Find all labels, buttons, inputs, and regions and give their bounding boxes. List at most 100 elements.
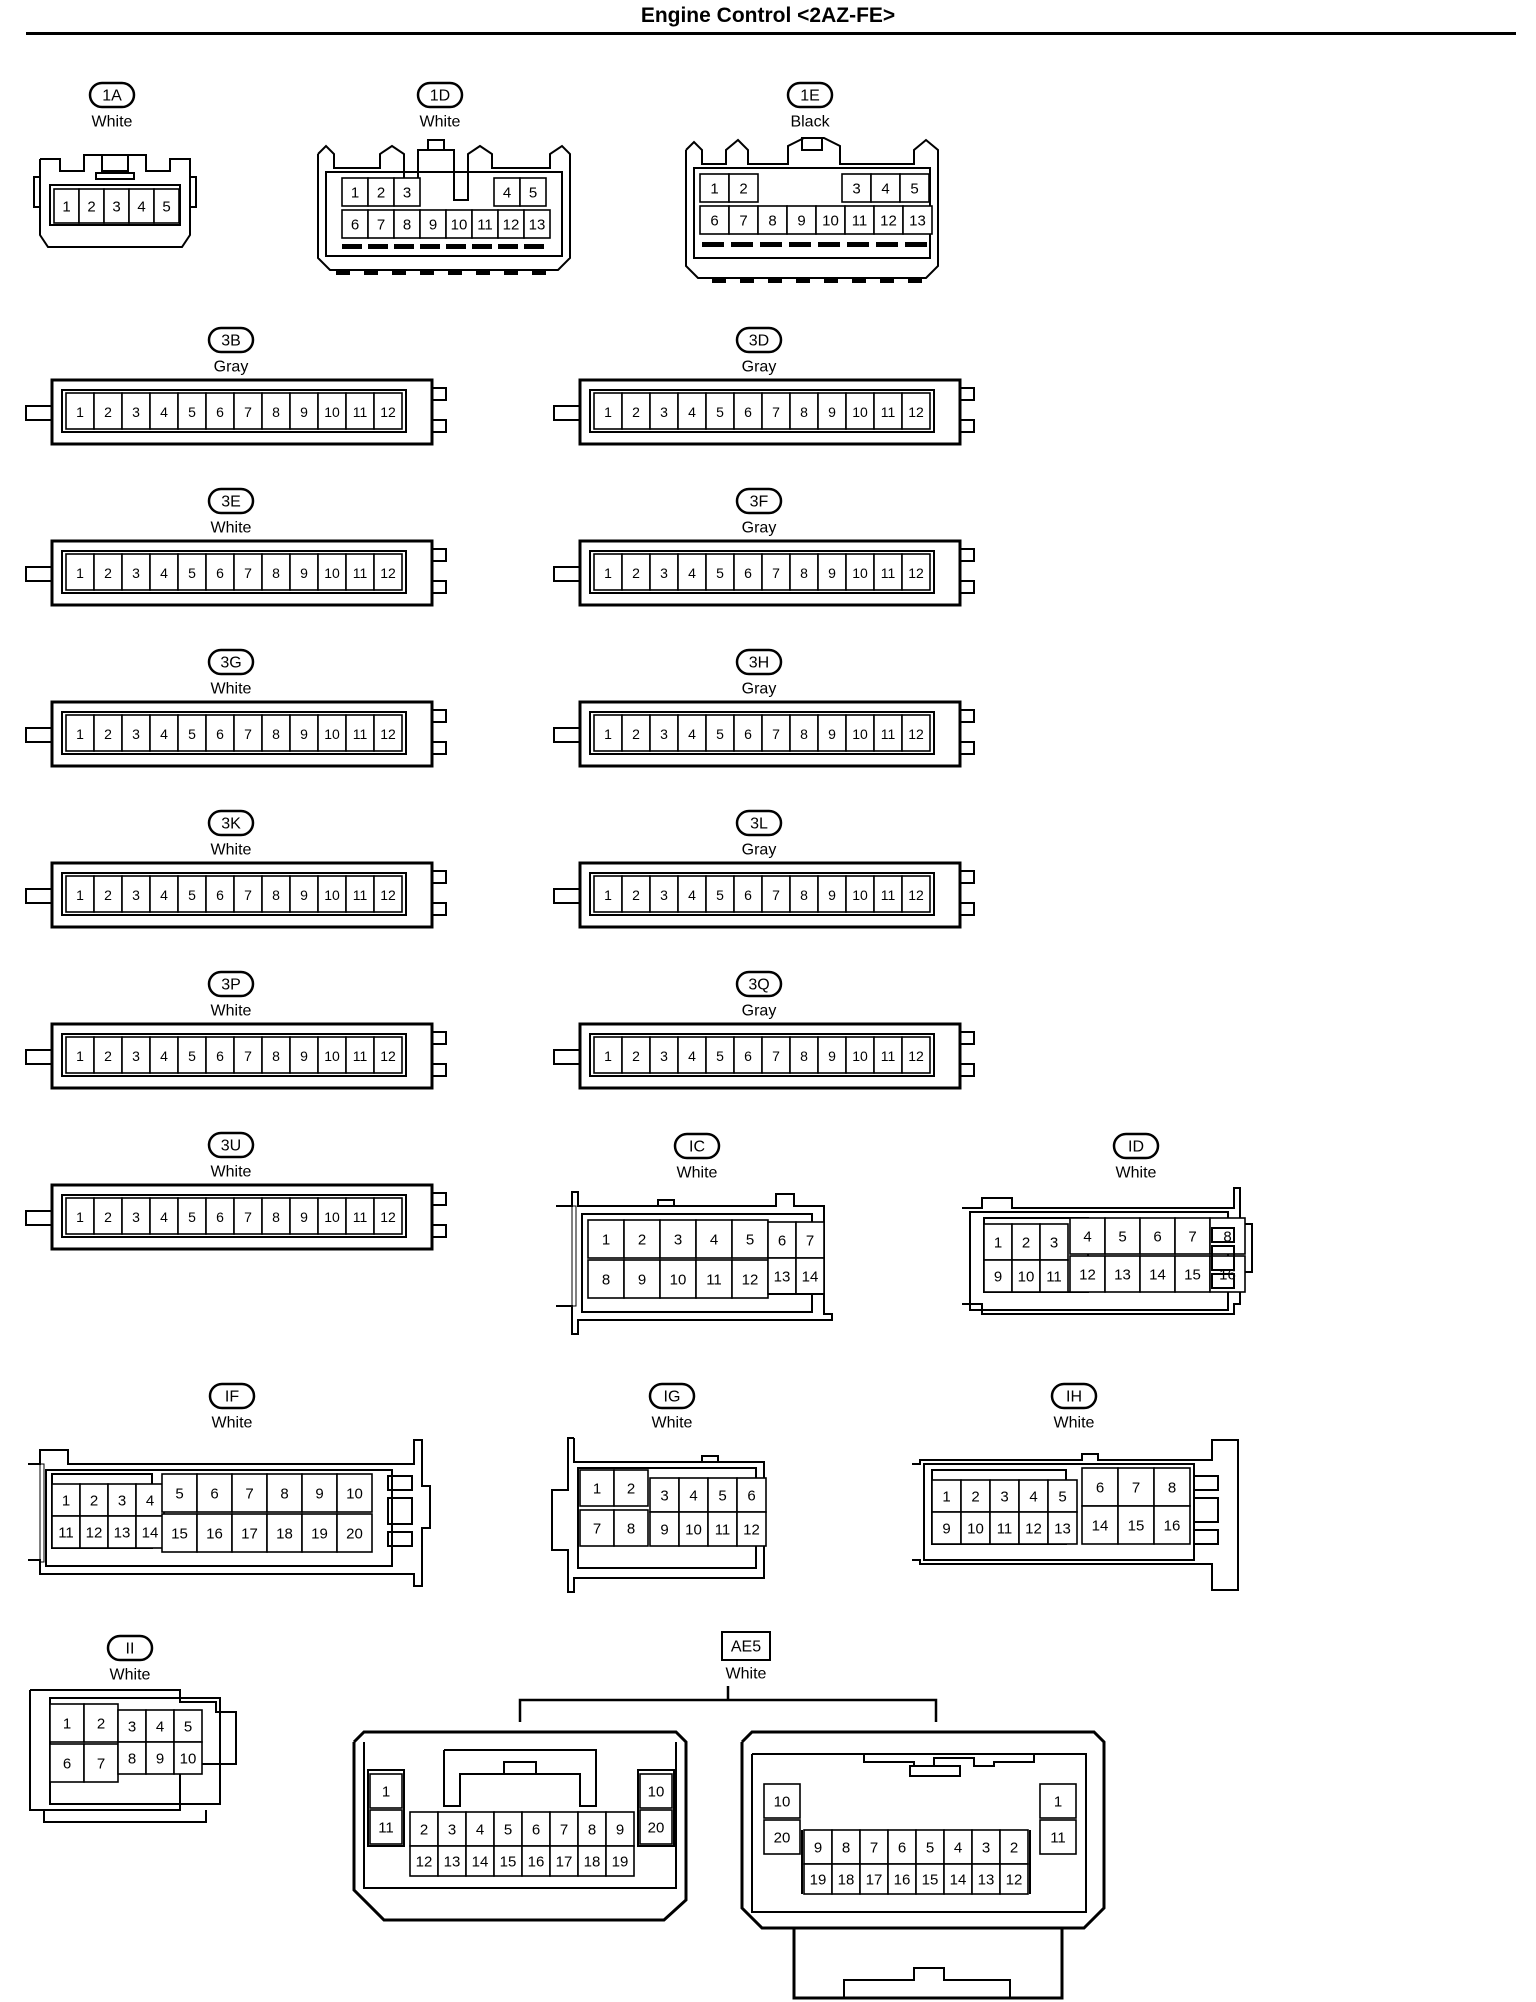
svg-text:4: 4 [137,199,145,216]
svg-text:4: 4 [160,726,168,742]
pin-11: 11 [844,205,875,235]
connector-id: IC [689,1139,705,1156]
pin-3: 3 [117,1709,147,1743]
svg-text:8: 8 [602,1272,610,1289]
pin-4: 4 [465,1811,495,1847]
svg-text:12: 12 [742,1272,759,1289]
pin-1: 1 [587,1219,625,1259]
svg-text:11: 11 [881,565,896,581]
pin-4: 4 [149,392,179,430]
svg-text:9: 9 [660,1522,668,1539]
svg-text:4: 4 [503,185,511,202]
pin-2: 2 [621,1036,651,1074]
pin-5: 5 [705,1036,735,1074]
pin-8: 8 [261,553,291,591]
pin-3: 3 [393,177,421,207]
pin-3: 3 [649,392,679,430]
pin-5: 5 [153,188,180,224]
pin-3: 3 [121,875,151,913]
svg-text:10: 10 [324,1209,340,1225]
svg-text:6: 6 [216,1048,224,1064]
pin-4: 4 [677,553,707,591]
pin-11: 11 [1039,1259,1069,1293]
pin-7: 7 [233,1036,263,1074]
pin-16: 16 [1153,1505,1191,1545]
title-rule [26,32,1516,35]
svg-text:16: 16 [1164,1518,1181,1535]
svg-text:2: 2 [632,1048,640,1064]
svg-text:20: 20 [648,1820,665,1837]
pin-6: 6 [733,714,763,752]
pin-4: 4 [677,1036,707,1074]
pin-9: 9 [145,1741,175,1775]
pin-10: 10 [317,875,347,913]
connector-id: II [126,1641,135,1658]
pin-4: 4 [678,1477,709,1513]
pin-6: 6 [521,1811,551,1847]
svg-text:3: 3 [1050,1235,1058,1252]
pin-7: 7 [795,1221,825,1259]
svg-text:2: 2 [104,404,112,420]
pin-6: 6 [733,553,763,591]
pin-13: 13 [107,1515,137,1549]
pin-7: 7 [233,1197,263,1235]
svg-text:11: 11 [1050,1830,1066,1847]
pin-7: 7 [1117,1467,1155,1507]
svg-text:13: 13 [114,1525,131,1542]
pin-10: 10 [815,205,846,235]
svg-text:2: 2 [739,181,747,198]
pin-11: 11 [873,392,903,430]
pin-15: 15 [1117,1505,1155,1545]
pin-12: 12 [901,392,931,430]
pin-8: 8 [789,553,819,591]
pin-8: 8 [393,209,421,239]
connector-color: White [211,1164,252,1181]
svg-text:2: 2 [104,1048,112,1064]
pin-8: 8 [613,1509,649,1547]
svg-text:6: 6 [778,1233,786,1250]
pin-8: 8 [789,392,819,430]
svg-text:7: 7 [593,1521,601,1538]
pin-11: 11 [707,1511,738,1547]
pin-10: 10 [845,875,875,913]
svg-text:11: 11 [58,1525,74,1542]
svg-text:13: 13 [529,217,546,234]
svg-text:2: 2 [632,726,640,742]
pin-7: 7 [1174,1217,1211,1255]
svg-text:8: 8 [403,217,411,234]
svg-text:1: 1 [382,1784,390,1801]
pin-15: 15 [1174,1255,1211,1293]
connector-id: 1D [430,88,450,105]
svg-text:5: 5 [188,1048,196,1064]
svg-text:8: 8 [800,404,808,420]
svg-text:2: 2 [632,887,640,903]
pin-4: 4 [1018,1479,1049,1513]
svg-text:7: 7 [97,1756,105,1773]
pin-8: 8 [577,1811,607,1847]
svg-text:5: 5 [188,404,196,420]
svg-text:10: 10 [324,404,340,420]
pin-5: 5 [705,714,735,752]
pin-2: 2 [78,188,105,224]
svg-text:4: 4 [160,1048,168,1064]
pin-2: 2 [621,714,651,752]
svg-text:11: 11 [353,404,368,420]
pin-7: 7 [233,875,263,913]
pin-4: 4 [135,1483,165,1517]
pin-3: 3 [437,1811,467,1847]
pin-2: 2 [999,1829,1029,1865]
pin-4: 4 [493,177,521,207]
svg-text:5: 5 [716,726,724,742]
pin-6: 6 [196,1473,233,1513]
svg-text:10: 10 [180,1751,197,1768]
svg-text:10: 10 [822,213,839,230]
connector-color: White [212,1415,253,1432]
pin-4: 4 [870,173,901,203]
